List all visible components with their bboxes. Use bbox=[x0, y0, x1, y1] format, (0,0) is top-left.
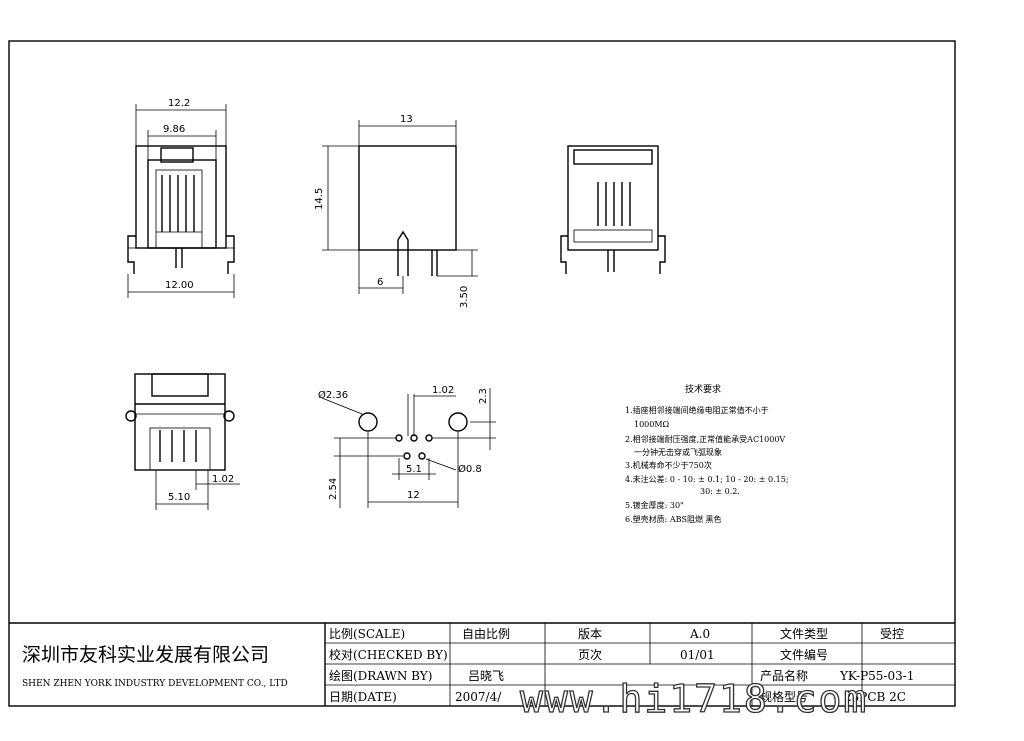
dim-pin-hole: Ø0.8 bbox=[458, 463, 482, 475]
scale-value: 自由比例 bbox=[462, 627, 510, 641]
tech-note-line: 3.机械寿命不少于750次 bbox=[625, 460, 712, 470]
side-view: 13 14.5 6 3.50 bbox=[314, 114, 478, 308]
spec-value: 23PCB 2C bbox=[844, 690, 906, 704]
bottom-view: 1.02 5.10 bbox=[125, 373, 240, 510]
tech-note-line: 6.塑壳材质: ABS阻燃 黑色 bbox=[625, 514, 722, 524]
rear-view bbox=[560, 145, 666, 274]
doctype-value: 受控 bbox=[880, 627, 904, 641]
dim-side-height: 14.5 bbox=[314, 188, 325, 210]
version-value: A.0 bbox=[689, 627, 710, 641]
company-name-en: SHEN ZHEN YORK INDUSTRY DEVELOPMENT CO.,… bbox=[22, 679, 288, 689]
dim-bottom-pitch: 1.02 bbox=[212, 474, 234, 485]
tech-note-line: 一分钟无击穿或飞弧现象 bbox=[634, 447, 722, 457]
title-block: 深圳市友科实业发展有限公司 SHEN ZHEN YORK INDUSTRY DE… bbox=[9, 622, 955, 706]
dim-pin-span: 5.1 bbox=[406, 464, 422, 475]
dim-mount-hole: Ø2.36 bbox=[318, 389, 348, 401]
dim-row-gap: 2.54 bbox=[328, 478, 339, 500]
watermark: www.hi1718.com bbox=[520, 677, 868, 721]
front-view: 12.2 9.86 12.00 bbox=[127, 98, 235, 298]
tech-note-line: 30: ± 0.2. bbox=[700, 487, 740, 496]
dim-front-bottom: 12.00 bbox=[165, 280, 194, 291]
page-label: 页次 bbox=[578, 648, 602, 662]
dim-footprint-width: 12 bbox=[407, 490, 420, 501]
doctype-label: 文件类型 bbox=[780, 626, 828, 641]
version-label: 版本 bbox=[578, 627, 602, 641]
tech-note-line: 1.插座相邻接端间绝缘电阻正常值不小于 bbox=[625, 405, 769, 415]
dim-row-offset: 2.3 bbox=[478, 388, 489, 404]
date-label: 日期(DATE) bbox=[329, 690, 397, 704]
tech-notes: 技术要求 1.插座相邻接端间绝缘电阻正常值不小于 1000MΩ 2.相邻接端耐压… bbox=[625, 383, 789, 524]
dim-side-offset: 6 bbox=[377, 277, 383, 288]
dim-bottom-span: 5.10 bbox=[168, 492, 190, 503]
dim-front-width: 12.2 bbox=[168, 98, 190, 109]
spec-label: 规格型号 bbox=[760, 689, 808, 704]
page-value: 01/01 bbox=[680, 648, 715, 662]
checked-label: 校对(CHECKED BY) bbox=[329, 647, 448, 662]
scale-label: 比例(SCALE) bbox=[329, 627, 405, 641]
product-label: 产品名称 bbox=[760, 668, 808, 683]
dim-side-pin: 3.50 bbox=[459, 286, 470, 308]
tech-note-line: 1000MΩ bbox=[634, 420, 670, 429]
tech-note-line: 4.未注公差: 0 - 10: ± 0.1; 10 - 20: ± 0.15; bbox=[625, 474, 789, 484]
product-value: YK-P55-03-1 bbox=[839, 669, 914, 683]
date-value: 2007/4/ bbox=[455, 690, 502, 704]
dim-side-width: 13 bbox=[400, 114, 413, 125]
drawn-value: 吕晓飞 bbox=[468, 669, 504, 683]
drawn-label: 绘图(DRAWN BY) bbox=[329, 668, 432, 683]
pcb-footprint: Ø2.36 1.02 2.3 5.1 Ø0.8 2.54 12 bbox=[318, 385, 496, 508]
docno-label: 文件编号 bbox=[780, 647, 828, 662]
dim-front-inner: 9.86 bbox=[163, 124, 185, 135]
company-name-cn: 深圳市友科实业发展有限公司 bbox=[22, 644, 269, 666]
tech-note-line: 5.镀金厚度: 30" bbox=[625, 500, 684, 510]
tech-notes-title: 技术要求 bbox=[685, 383, 721, 395]
dim-footprint-pitch: 1.02 bbox=[432, 385, 454, 396]
tech-note-line: 2.相邻接端耐压强度,正常值能承受AC1000V bbox=[625, 434, 785, 444]
sheet-border bbox=[8, 40, 956, 707]
